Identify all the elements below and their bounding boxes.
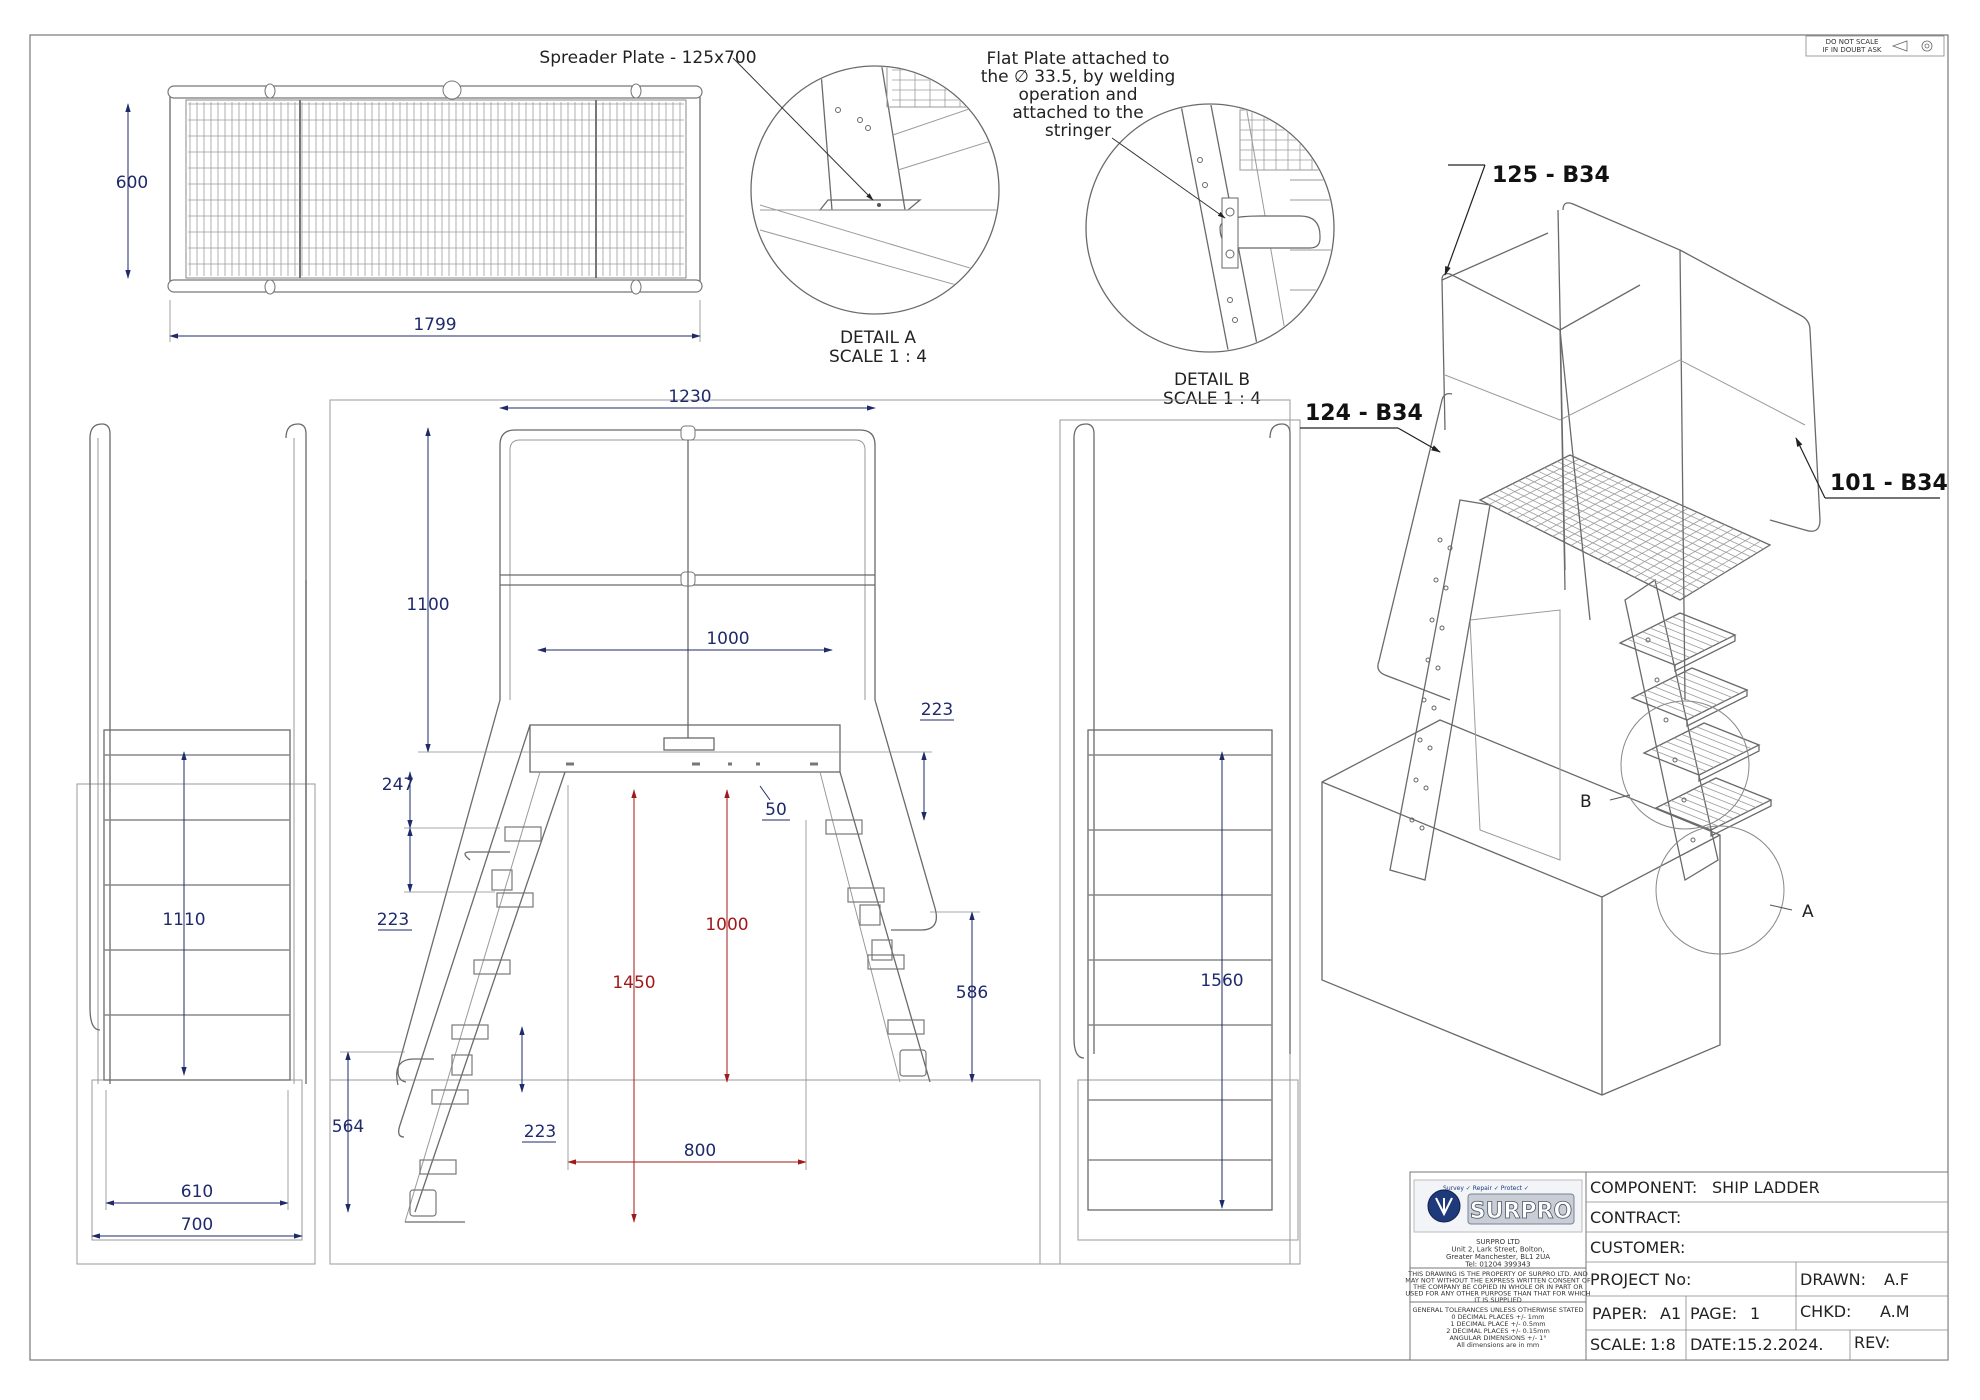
dim-front-offset: 223 [921, 700, 953, 720]
dim-front-step-low: 223 [524, 1122, 556, 1142]
iso-detail-b-marker: B [1580, 792, 1592, 812]
company-address-line: Tel: 01204 399343 [1464, 1261, 1530, 1269]
title-block: Survey ✓ Repair ✓ Protect ✓ SURPRO SURPR… [1405, 1171, 1949, 1361]
company-name: SURPRO [1470, 1199, 1572, 1224]
detail-a-label: DETAIL A [840, 328, 916, 348]
dim-left-inner: 610 [181, 1182, 213, 1202]
projection-symbol-icon [1891, 40, 1933, 52]
dim-top-height: 600 [116, 173, 148, 193]
dim-front-rail-right: 586 [956, 983, 988, 1003]
dim-front-step-first: 247 [382, 775, 414, 795]
dim-front-step: 223 [377, 910, 409, 930]
tolerance-line: GENERAL TOLERANCES UNLESS OTHERWISE STAT… [1413, 1306, 1584, 1314]
company-address-line: Greater Manchester, BL1 2UA [1446, 1253, 1550, 1261]
dim-front-rail-left: 564 [332, 1117, 364, 1137]
dim-front-plate: 50 [765, 800, 787, 820]
flat-plate-note-line: operation and [1018, 85, 1137, 105]
company-logo: Survey ✓ Repair ✓ Protect ✓ SURPRO [1413, 1179, 1583, 1233]
dim-front-gap: 1000 [705, 915, 748, 935]
tolerance-line: 2 DECIMAL PLACES +/- 0.15mm [1446, 1327, 1550, 1335]
dim-left-outer: 700 [181, 1215, 213, 1235]
component-label: COMPONENT: [1590, 1178, 1697, 1197]
disclaimer-line: IT IS SUPPLIED [1474, 1296, 1521, 1304]
dim-front-top: 1230 [668, 387, 711, 407]
right-side-view: 1560 [1059, 419, 1301, 1265]
callout-125-b34: 125 - B34 [1492, 163, 1610, 188]
platform-grating [188, 100, 684, 278]
top-view: 600 1799 [116, 80, 703, 342]
callout-124-b34: 124 - B34 [1305, 401, 1423, 426]
dim-left-height: 1110 [162, 910, 205, 930]
dim-right-height: 1560 [1200, 971, 1243, 991]
disclaimer-line: USED FOR ANY OTHER PURPOSE THAN THAT FOR… [1405, 1290, 1590, 1298]
company-tagline: Survey ✓ Repair ✓ Protect ✓ [1443, 1185, 1529, 1192]
flat-plate-note-line: the ∅ 33.5, by welding [981, 67, 1176, 87]
tolerance-line: 0 DECIMAL PLACES +/- 1mm [1451, 1313, 1544, 1321]
do-not-scale-note: DO NOT SCALE IF IN DOUBT ASK [1805, 35, 1945, 57]
corner-note-line2: IF IN DOUBT ASK [1823, 46, 1882, 54]
iso-steps [1409, 537, 1773, 843]
component-value: SHIP LADDER [1712, 1178, 1820, 1197]
customer-label: CUSTOMER: [1590, 1238, 1685, 1257]
page-value: 1 [1750, 1304, 1760, 1323]
date-label: DATE: [1690, 1335, 1737, 1354]
detail-b-scale: SCALE 1 : 4 [1163, 389, 1261, 409]
paper-label: PAPER: [1592, 1304, 1647, 1323]
disclaimer-line: THE COMPANY BE COPIED IN WHOLE OR IN PAR… [1412, 1283, 1583, 1291]
corner-note-line1: DO NOT SCALE [1826, 38, 1879, 46]
detail-a-scale: SCALE 1 : 4 [829, 347, 927, 367]
sheet-border [29, 34, 1949, 1361]
tolerance-line: 1 DECIMAL PLACE +/- 0.5mm [1450, 1320, 1545, 1328]
flat-plate-note-line: Flat Plate attached to [987, 49, 1170, 69]
project-label: PROJECT No: [1590, 1270, 1691, 1289]
tolerance-line: All dimensions are in mm [1457, 1341, 1539, 1349]
scale-label: SCALE: [1590, 1335, 1647, 1354]
disclaimer-line: MAY NOT WITHOUT THE EXPRESS WRITTEN CONS… [1405, 1277, 1591, 1285]
callout-101-b34: 101 - B34 [1830, 471, 1948, 496]
front-view: 1230 1100 1000 247 223 223 223 50 1000 1… [329, 387, 1291, 1265]
detail-b-label: DETAIL B [1174, 370, 1250, 390]
iso-platform-grating [1486, 457, 1764, 597]
left-side-view: 1110 610 700 [76, 423, 316, 1265]
chkd-value: A.M [1880, 1302, 1910, 1321]
disclaimer-line: THIS DRAWING IS THE PROPERTY OF SURPRO L… [1407, 1270, 1587, 1278]
chkd-label: CHKD: [1800, 1302, 1851, 1321]
dim-front-base: 800 [684, 1141, 716, 1161]
dim-front-platform: 1000 [706, 629, 749, 649]
iso-detail-a-marker: A [1802, 902, 1814, 922]
flat-plate-note-line: attached to the [1012, 103, 1143, 123]
rev-label: REV: [1854, 1333, 1890, 1352]
spreader-plate-note: Spreader Plate - 125x700 [539, 48, 756, 68]
paper-value: A1 [1660, 1304, 1681, 1323]
date-value: 15.2.2024. [1737, 1335, 1824, 1354]
tolerance-line: ANGULAR DIMENSIONS +/- 1° [1449, 1334, 1546, 1342]
dim-front-rail: 1100 [406, 595, 449, 615]
dim-front-total: 1450 [612, 973, 655, 993]
company-address-line: SURPRO LTD [1476, 1238, 1520, 1246]
flat-plate-note-line: stringer [1045, 121, 1111, 141]
drawn-label: DRAWN: [1800, 1270, 1866, 1289]
dim-top-width: 1799 [413, 315, 456, 335]
scale-value: 1:8 [1650, 1335, 1676, 1354]
isometric-view: B A 125 - B34 124 - B34 101 - B34 [1300, 163, 1948, 1096]
page-label: PAGE: [1690, 1304, 1737, 1323]
drawn-value: A.F [1884, 1270, 1909, 1289]
contract-label: CONTRACT: [1590, 1208, 1681, 1227]
company-address-line: Unit 2, Lark Street, Bolton, [1451, 1246, 1544, 1254]
